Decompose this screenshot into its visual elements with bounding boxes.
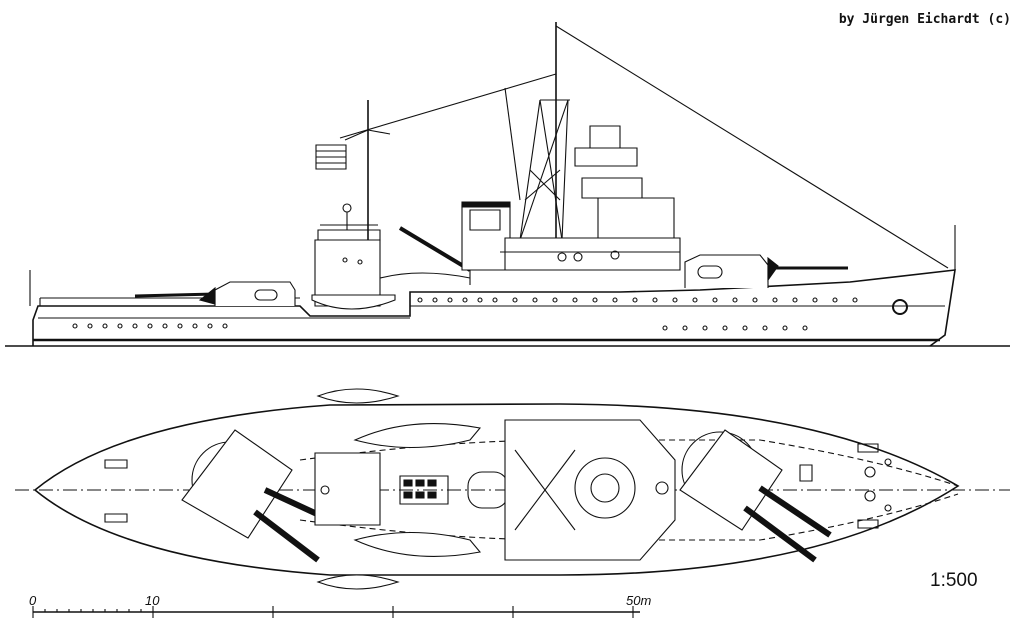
bridge — [500, 126, 680, 270]
scale-label-0: 0 — [29, 593, 37, 608]
skylights — [400, 476, 448, 504]
boat-plan-starboard — [318, 575, 398, 589]
crane — [380, 228, 470, 285]
aft-superstructure — [315, 204, 380, 306]
side-profile — [5, 22, 1010, 346]
scale-label-50m: 50m — [626, 593, 652, 608]
bridge-plan — [505, 420, 675, 560]
forward-turret-plan — [680, 430, 830, 560]
main-mast — [520, 22, 570, 250]
portholes-mid — [418, 298, 857, 302]
author-credit: by Jürgen Eichardt (c) — [838, 12, 1011, 27]
ships-boat-side — [312, 295, 395, 309]
boat-plan-port — [318, 389, 398, 403]
portholes-aft — [73, 324, 227, 328]
aft-mast — [316, 100, 390, 240]
plan-view — [15, 389, 1010, 589]
funnel — [462, 202, 510, 270]
life-ring — [893, 300, 907, 314]
aft-turret-plan — [182, 430, 330, 560]
scale-label-10: 10 — [145, 593, 160, 608]
portholes-fwd — [663, 326, 807, 330]
scale-bar — [33, 606, 640, 618]
aft-deckhouse-plan — [315, 453, 380, 525]
aft-turret — [135, 282, 295, 306]
scale-ratio: 1:500 — [930, 570, 978, 591]
forward-turret — [685, 255, 848, 288]
hull-side — [33, 270, 955, 346]
